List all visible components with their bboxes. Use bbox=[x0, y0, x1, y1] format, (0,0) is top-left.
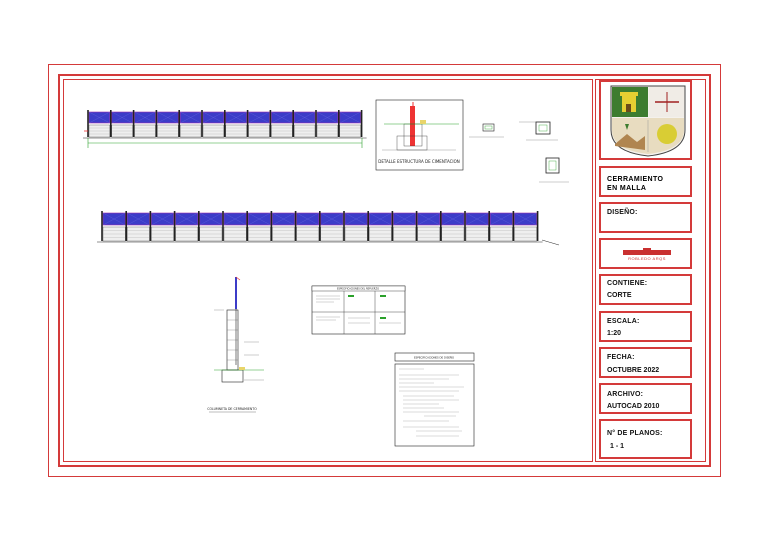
fence-post bbox=[173, 211, 176, 241]
fence-post bbox=[292, 110, 294, 137]
company-logo: ROBLEDO ARQS bbox=[621, 248, 673, 262]
design-spec-table: ESPECIFICACIONES DEL REFUERZO bbox=[311, 285, 406, 335]
scale-label: ESCALA: bbox=[607, 318, 640, 325]
scale-box: ESCALA: 1:20 bbox=[599, 311, 692, 342]
fence-post bbox=[464, 211, 466, 241]
small-detail-3 bbox=[539, 157, 569, 183]
company-logo-text: ROBLEDO ARQS bbox=[628, 256, 666, 261]
fence-post bbox=[319, 211, 321, 241]
fence-post bbox=[270, 211, 273, 241]
cad-drawing[interactable]: DETALLE ESTRUCTURA DE CIMENTACION bbox=[64, 80, 592, 461]
fence-post bbox=[367, 211, 369, 241]
foundation-detail-title: DETALLE ESTRUCTURA DE CIMENTACION bbox=[378, 159, 459, 164]
project-title: CERRAMIENTO EN MALLA bbox=[607, 176, 664, 192]
date-label: FECHA: bbox=[607, 354, 635, 361]
fence-post bbox=[125, 211, 127, 241]
small-detail-1 bbox=[469, 123, 504, 138]
fence-post bbox=[155, 110, 158, 137]
svg-text:ESPECIFICACIONES DEL REFUERZO: ESPECIFICACIONES DEL REFUERZO bbox=[337, 288, 379, 291]
fence-post bbox=[198, 211, 200, 241]
fence-post bbox=[338, 110, 340, 137]
logo-box bbox=[599, 80, 692, 160]
fence-post bbox=[343, 211, 345, 241]
section-title: COLUMNETA DE CERRAMIENTO bbox=[207, 407, 257, 411]
foundation-detail bbox=[375, 99, 464, 171]
small-detail-2 bbox=[519, 121, 558, 141]
design-label: DISEÑO: bbox=[607, 209, 638, 216]
fence-post bbox=[87, 110, 89, 137]
date-value: OCTUBRE 2022 bbox=[607, 367, 660, 374]
file-box: ARCHIVO: AUTOCAD 2010 bbox=[599, 383, 692, 414]
contains-label: CONTIENE: bbox=[607, 280, 648, 287]
fence-post bbox=[512, 211, 515, 241]
fence-post bbox=[246, 110, 249, 137]
municipal-shield-icon bbox=[610, 85, 686, 157]
project-title-box: CERRAMIENTO EN MALLA bbox=[599, 166, 692, 197]
fence-post bbox=[269, 110, 272, 137]
column-section-detail bbox=[214, 276, 264, 383]
title-block-border bbox=[595, 79, 706, 462]
fence-post bbox=[222, 211, 224, 241]
file-label: ARCHIVO: bbox=[607, 391, 644, 398]
date-box: FECHA: OCTUBRE 2022 bbox=[599, 347, 692, 378]
fence-post bbox=[132, 110, 135, 137]
specifications-table: ESPECIFICACIONES DE DISEÑO bbox=[394, 352, 475, 447]
fence-post bbox=[224, 110, 226, 137]
fence-post bbox=[315, 110, 317, 137]
company-logo-icon bbox=[623, 248, 671, 255]
fence-post bbox=[391, 211, 394, 241]
sheet-border-inner bbox=[58, 74, 711, 467]
fence-post bbox=[178, 110, 180, 137]
sheet-border-outer bbox=[48, 64, 721, 477]
contains-value: CORTE bbox=[607, 292, 632, 299]
plan-number-box: N° DE PLANOS: 1 - 1 bbox=[599, 419, 692, 459]
company-logo-box: ROBLEDO ARQS bbox=[599, 238, 692, 269]
fence-post bbox=[149, 211, 152, 241]
drawing-area-border bbox=[63, 79, 593, 462]
file-value: AUTOCAD 2010 bbox=[607, 403, 660, 410]
fence-post bbox=[201, 110, 203, 137]
fence-elevation-top bbox=[83, 110, 367, 148]
scale-value: 1:20 bbox=[607, 330, 622, 337]
fence-post bbox=[101, 211, 103, 241]
fence-post bbox=[246, 211, 248, 241]
fence-elevation-middle bbox=[97, 211, 560, 246]
svg-text:ESPECIFICACIONES DE DISEÑO: ESPECIFICACIONES DE DISEÑO bbox=[414, 355, 454, 360]
fence-post bbox=[488, 211, 490, 241]
design-box: DISEÑO: bbox=[599, 202, 692, 233]
fence-post bbox=[110, 110, 112, 137]
fence-post bbox=[294, 211, 297, 241]
plan-number-value: 1 - 1 bbox=[610, 443, 625, 450]
fence-post bbox=[415, 211, 418, 241]
contains-box: CONTIENE: CORTE bbox=[599, 274, 692, 305]
plan-number-label: N° DE PLANOS: bbox=[607, 430, 663, 437]
fence-post bbox=[440, 211, 442, 241]
